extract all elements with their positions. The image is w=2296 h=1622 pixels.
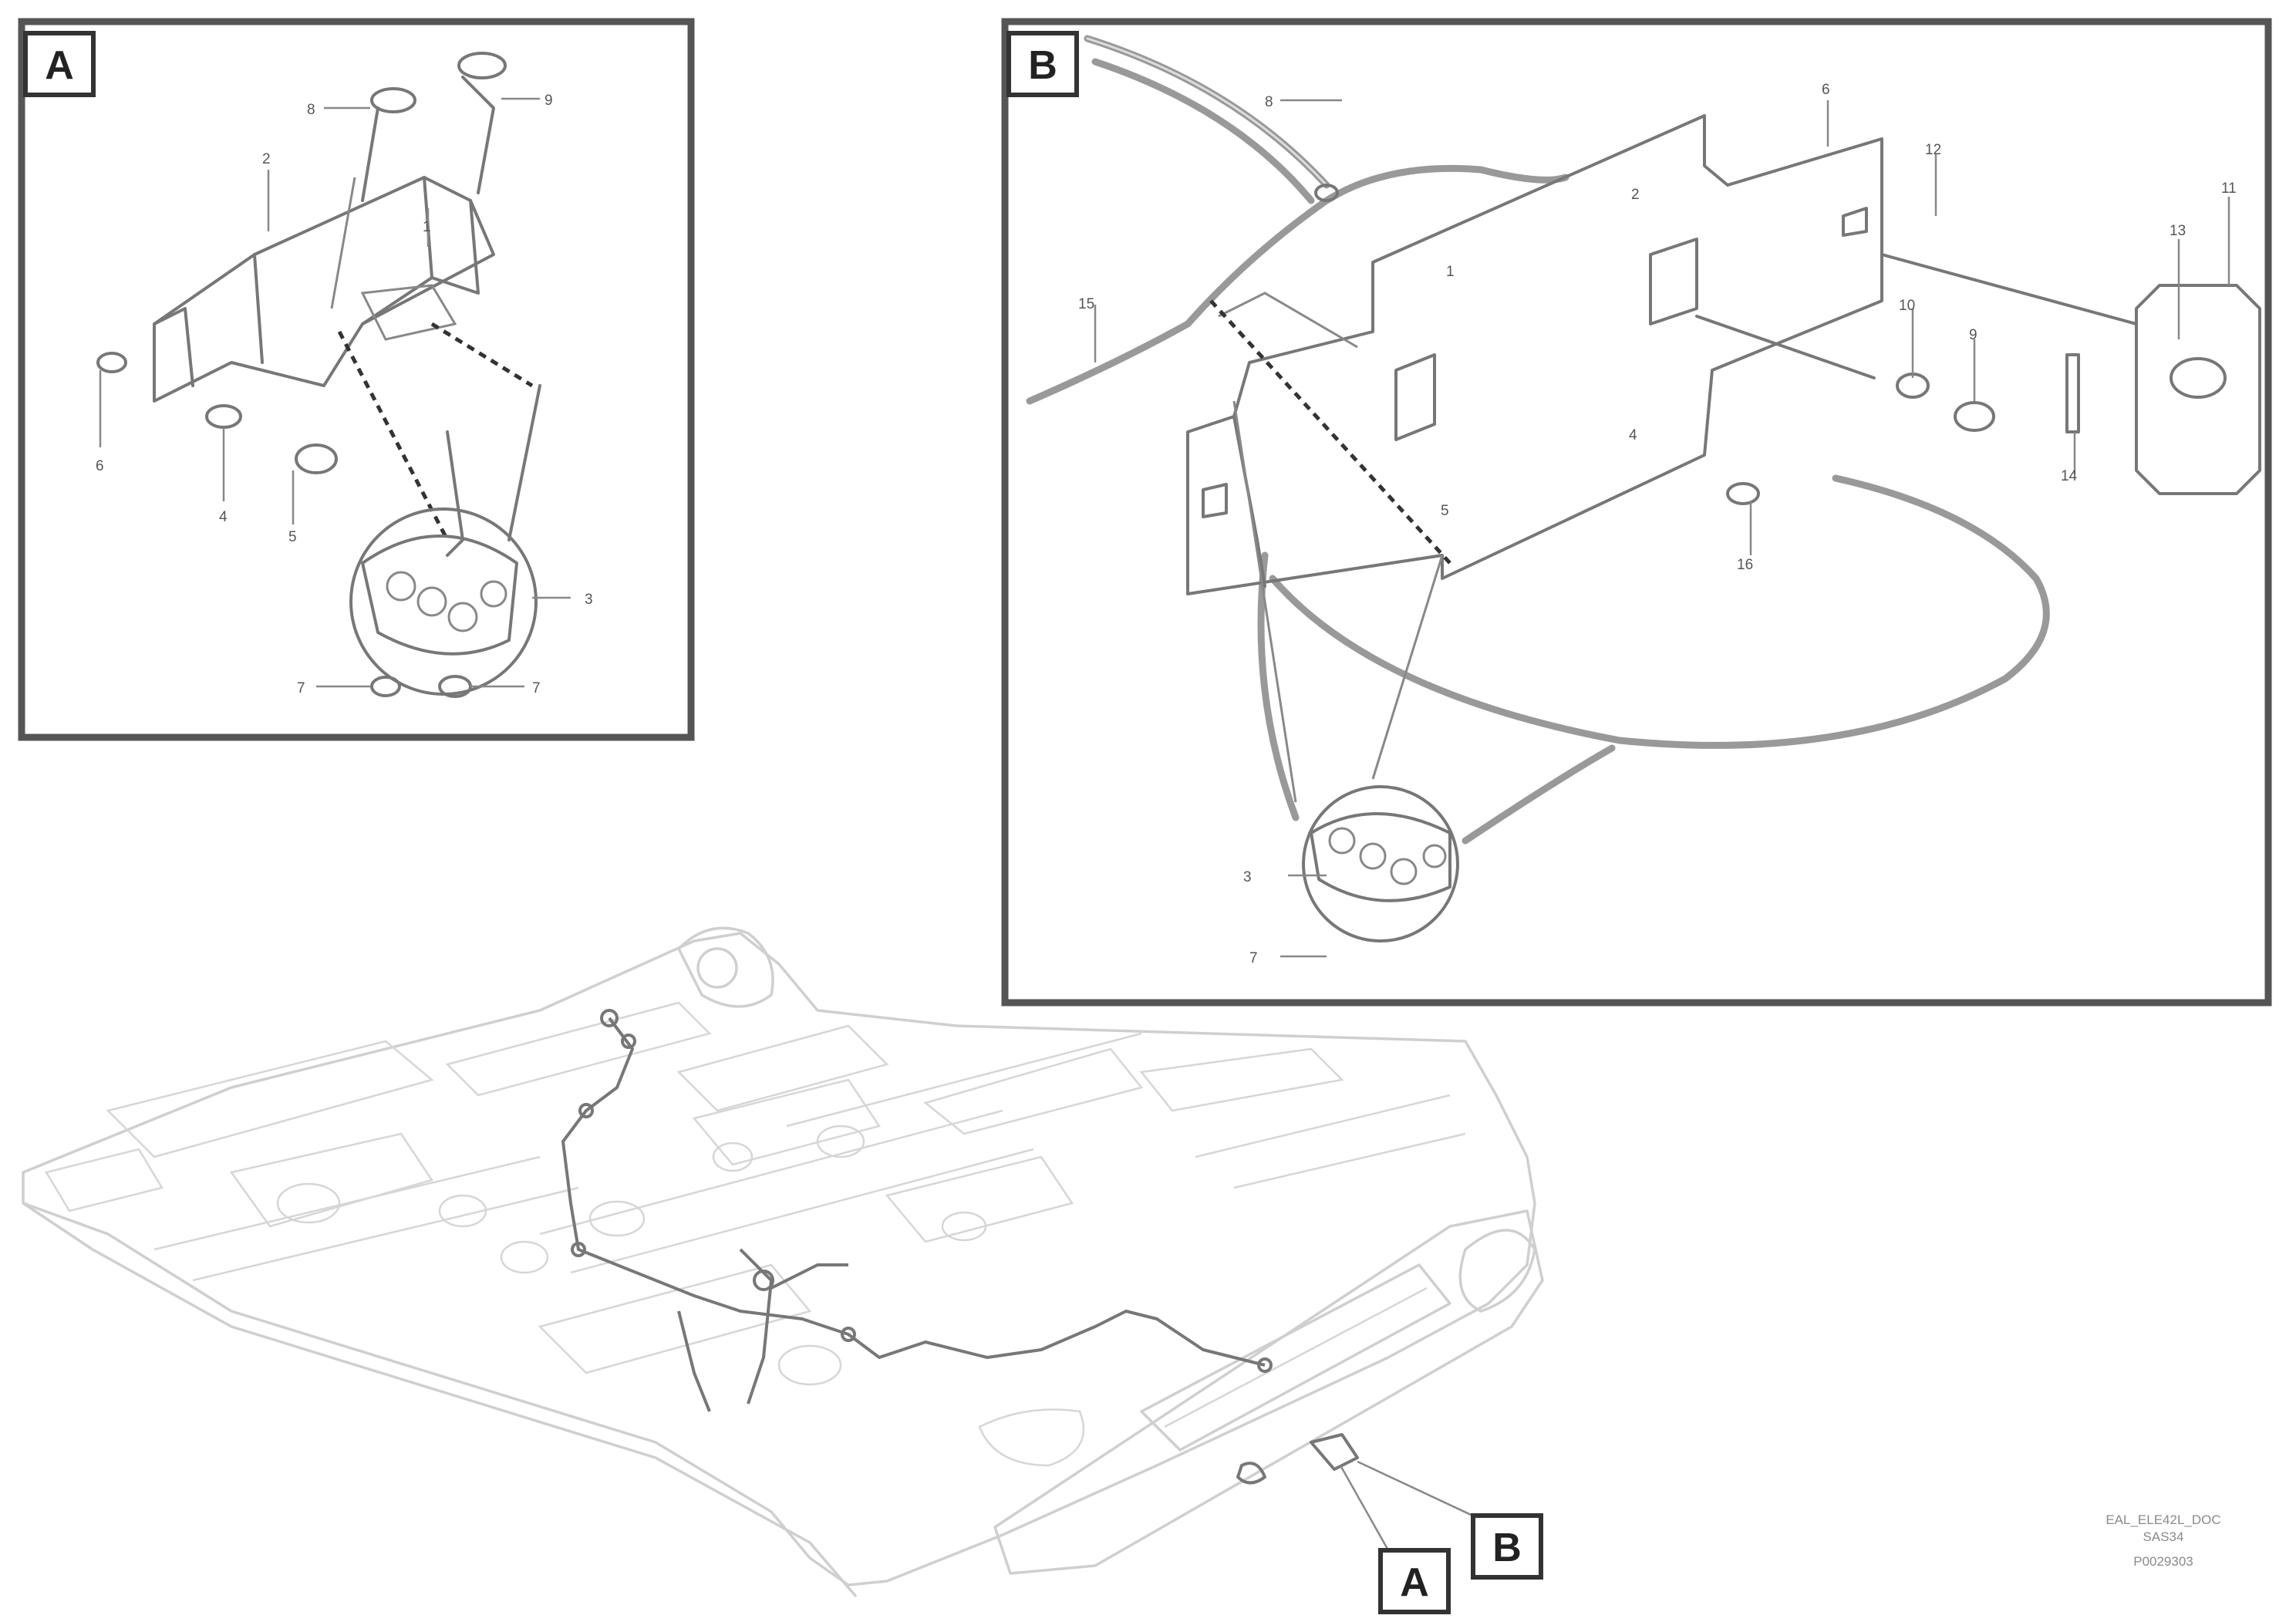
view-a-label: 9 (544, 93, 553, 109)
machine-upper-structure (22, 926, 1544, 1598)
callout-b-label: B (1492, 1526, 1522, 1570)
view-b-bolts (1314, 184, 2080, 505)
callout-leader-b (1357, 1460, 1482, 1521)
view-b-dashed-line (1209, 299, 1451, 565)
callout-leader-a (1339, 1465, 1390, 1551)
stamp-line-2: SAS34 (2143, 1529, 2184, 1544)
view-b-label: 5 (1441, 503, 1449, 519)
cover-plate (2135, 284, 2261, 495)
view-b-label: 3 (1243, 869, 1252, 885)
view-a-dashed-line-1 (337, 330, 450, 541)
hose-clamp-b (1232, 400, 1459, 943)
view-a-label: 4 (219, 509, 228, 525)
view-a-tag: A (45, 43, 74, 88)
pipe-routing (561, 1009, 1359, 1485)
view-b-label: 4 (1629, 427, 1637, 443)
view-a-dashed-line-2 (430, 322, 534, 388)
view-b-label: 13 (2170, 223, 2186, 239)
view-b-label: 14 (2061, 468, 2078, 484)
bracket-assembly (96, 52, 507, 474)
view-a-label: 2 (262, 151, 271, 167)
view-b-label: 8 (1265, 94, 1273, 110)
view-b-label: 1 (1446, 264, 1455, 280)
view-a-label: 7 (532, 680, 541, 696)
view-a-label: 6 (96, 458, 104, 474)
view-b-label: 11 (2221, 180, 2237, 197)
callout-a: A (1378, 1548, 1451, 1614)
hose-clamp-detail (349, 508, 538, 698)
stamp-line-3: P0029303 (2133, 1554, 2193, 1569)
view-a-tag-box (23, 31, 96, 97)
view-b-frame (1001, 18, 2272, 1007)
view-a-leaders (99, 97, 571, 688)
mounting-bracket (1186, 114, 2138, 595)
view-a-label: 8 (307, 102, 315, 118)
view-b-tag: B (1028, 43, 1057, 88)
view-b-label: 16 (1737, 557, 1753, 573)
stamp-line-1: EAL_ELE42L_DOC (2106, 1512, 2220, 1527)
view-a-label: 3 (585, 592, 593, 608)
callout-a-label: A (1400, 1560, 1429, 1605)
view-a-frame (18, 18, 695, 741)
hydraulic-hoses (1026, 35, 2050, 845)
view-b-label: 9 (1969, 327, 1977, 343)
view-b-label: 6 (1822, 82, 1830, 98)
view-b-label: 10 (1899, 298, 1915, 314)
view-a-label: 1 (423, 219, 431, 235)
view-b-label: 2 (1631, 187, 1640, 203)
callout-b: B (1471, 1513, 1543, 1580)
drawing-stamp: EAL_ELE42L_DOC SAS34 P0029303 (2106, 1512, 2220, 1569)
view-a-label: 7 (297, 680, 305, 696)
view-b-label: 15 (1078, 296, 1094, 312)
view-b-leaders (1094, 99, 2230, 958)
view-b-tag-box (1006, 31, 1079, 97)
detail-view-a: A (18, 18, 695, 741)
machine-panels (45, 1001, 1466, 1467)
detail-view-b: B (1001, 18, 2272, 1007)
view-b-label: 7 (1249, 950, 1258, 966)
view-a-label: 5 (288, 529, 297, 545)
view-b-label: 12 (1925, 142, 1941, 158)
